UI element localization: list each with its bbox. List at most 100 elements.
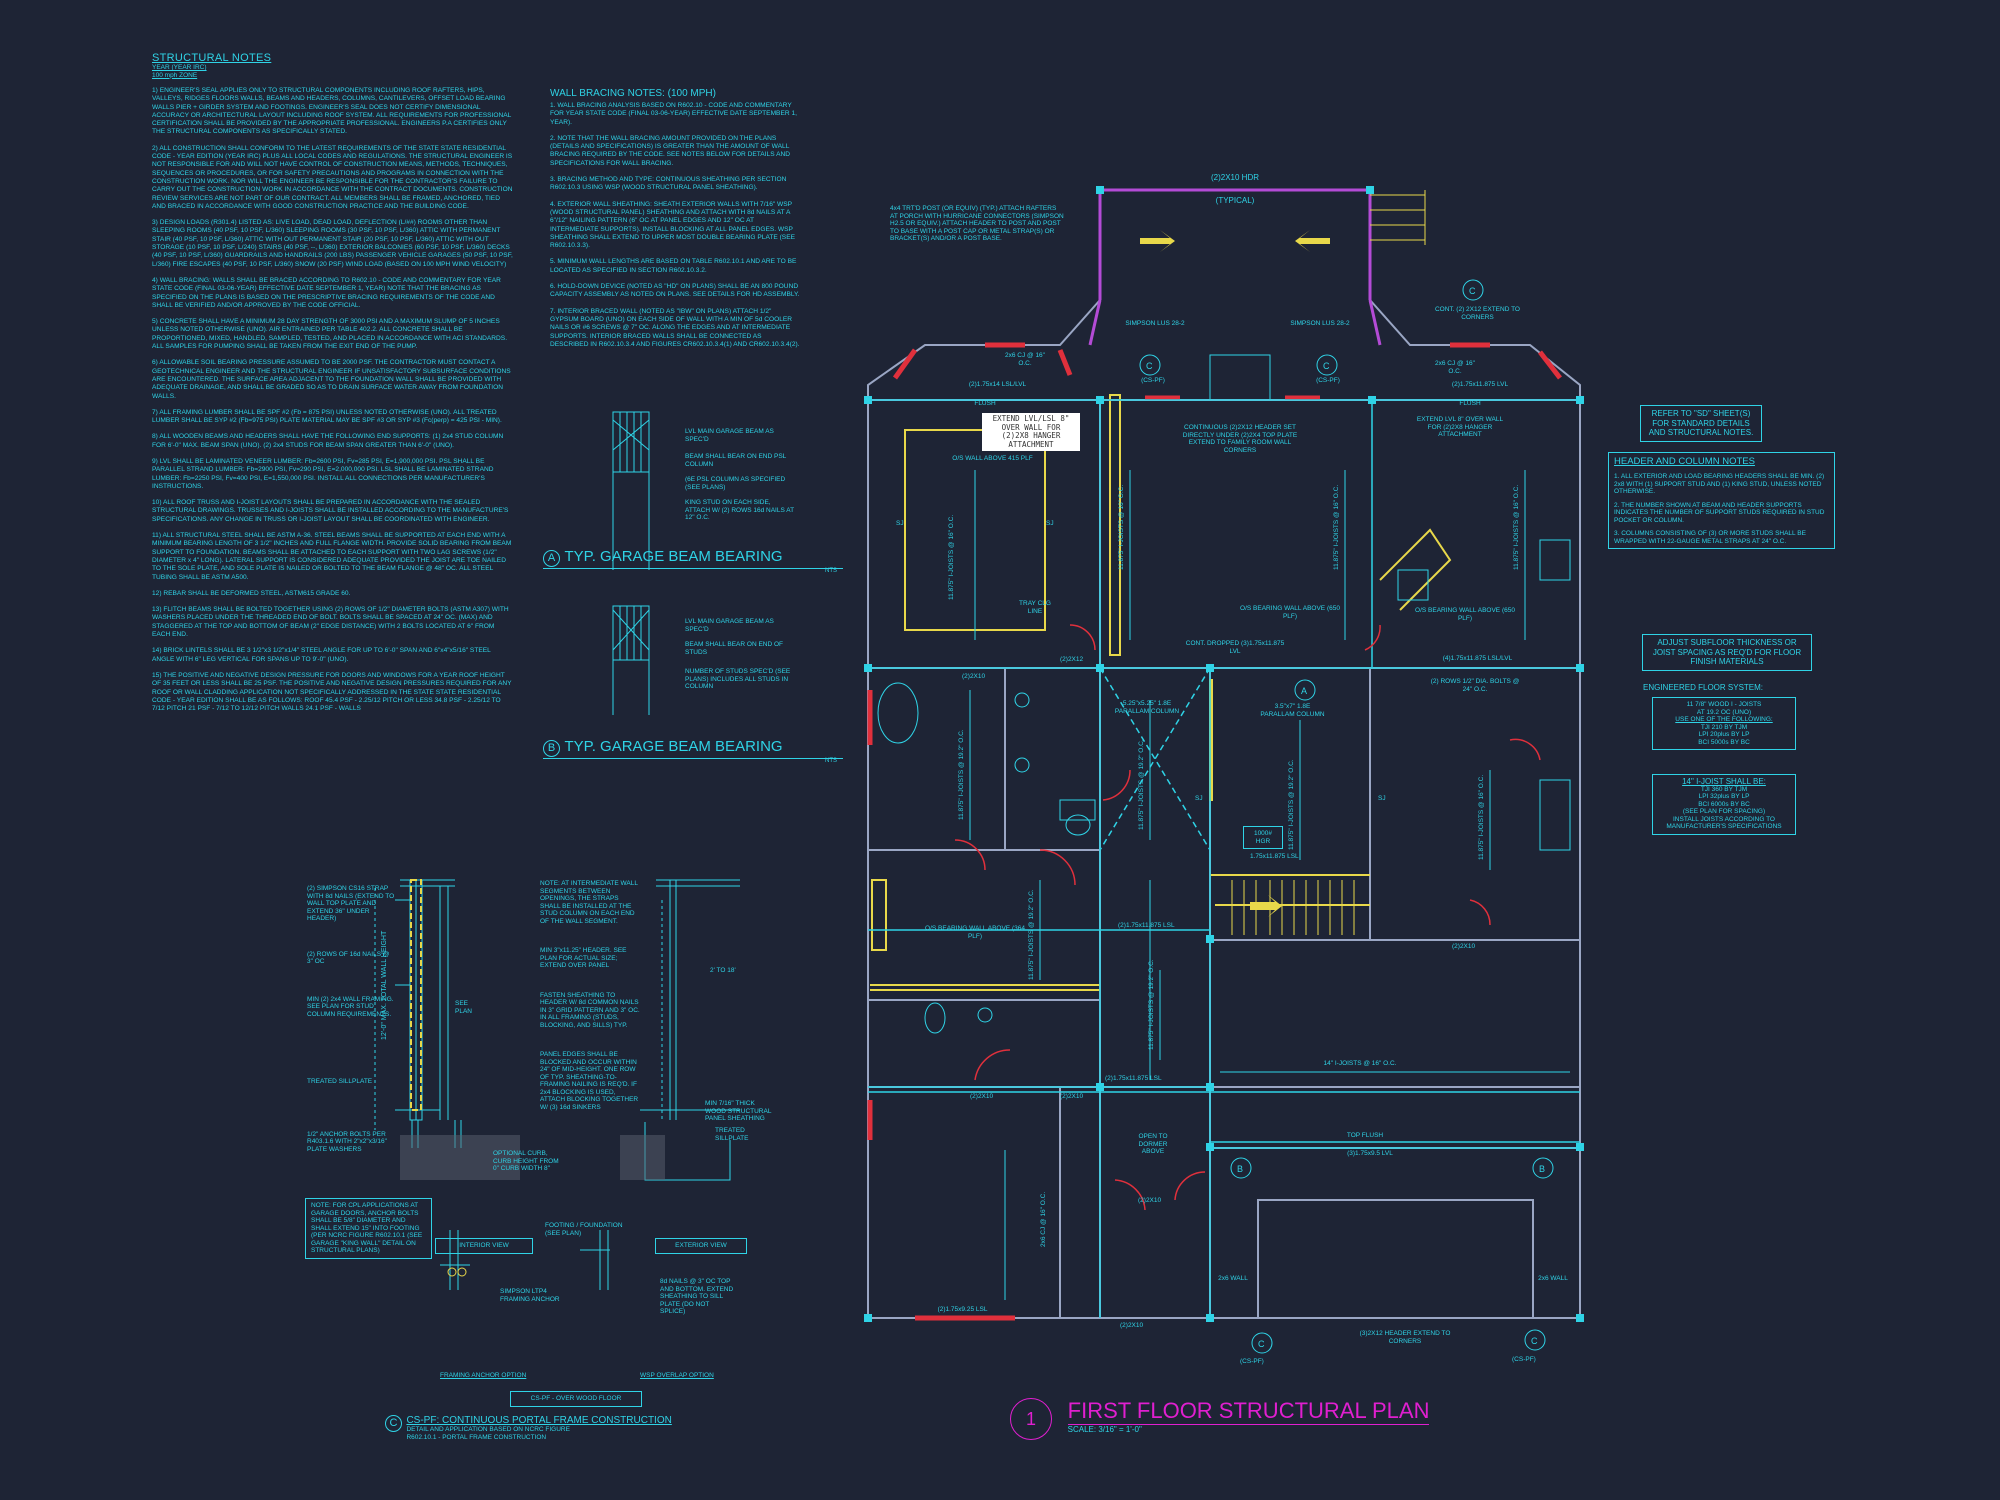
plan-joists-4: 11.875" I-JOISTS @ 16" O.C. (1513, 484, 1520, 570)
wall-bracing-note: 5. MINIMUM WALL LENGTHS ARE BASED ON TAB… (550, 258, 797, 274)
portal-left-box: NOTE: FOR CPL APPLICATIONS AT GARAGE DOO… (305, 1198, 432, 1259)
portal-left-note: (2) ROWS OF 16d NAILS @ 3" OC (307, 950, 390, 966)
eng-floor-line: LPI 32plus BY LP (1698, 793, 1750, 800)
detail-c-letter: C (385, 1415, 402, 1432)
detail-a-beam (612, 411, 650, 473)
plan-lsl-925: (2)1.75x9.25 LSL (937, 1306, 988, 1313)
plan-os-650-right: O/S BEARING WALL ABOVE (650 PLF) (1415, 607, 1515, 622)
plan-hdr-2x10-a: (2)2X10 (962, 673, 986, 680)
portal-footing-note: FOOTING / FOUNDATION (SEE PLAN) (545, 1222, 623, 1237)
header-column-notes: HEADER AND COLUMN NOTES 1. ALL EXTERIOR … (1608, 452, 1835, 549)
structural-note: 10) ALL ROOF TRUSS AND I-JOIST LAYOUTS S… (152, 499, 509, 523)
portal-wsp-note: 8d NAILS @ 3" OC TOP AND BOTTOM. EXTEND … (660, 1278, 734, 1315)
portal-right-note: MIN 7/16" THICK WOOD STRUCTURAL PANEL SH… (705, 1100, 772, 1122)
plan-hgr: 1000# HGR (1243, 826, 1283, 849)
portal-see-plan: SEE PLAN (455, 1000, 472, 1015)
plan-joists-8: 11.875" I-JOISTS @ 16" O.C. (1478, 774, 1485, 860)
eng-floor-line: AT 19.2 OC (UNO) (1696, 708, 1752, 716)
plan-cj-left: 2x6 CJ @ 16" O.C. (1005, 352, 1045, 367)
eng-floor-line: LPI 20plus BY LP (1698, 731, 1750, 738)
plan-title-row: 1 FIRST FLOOR STRUCTURAL PLAN SCALE: 3/1… (1010, 1398, 1430, 1440)
wall-bracing-note: 2. NOTE THAT THE WALL BRACING AMOUNT PRO… (550, 134, 790, 167)
structural-note: 13) FLITCH BEAMS SHALL BE BOLTED TOGETHE… (152, 606, 509, 639)
plan-lsl-175: 1.75x11.875 LSL (1250, 853, 1299, 860)
portal-anchor-option: FRAMING ANCHOR OPTION (440, 1372, 527, 1379)
plan-joists-1: 11.875" I-JOISTS @ 16" O.C. (948, 514, 955, 600)
portal-left-note: (2) SIMPSON CS16 STRAP WITH 8d NAILS (EX… (307, 885, 395, 922)
wall-bracing-title: WALL BRACING NOTES: (100 MPH) (550, 88, 716, 99)
plan-lsl-w2: (2)1.75x11.875 LSL (1105, 1075, 1162, 1082)
plan-outer-wall (867, 400, 1581, 1319)
wall-bracing-notes: WALL BRACING NOTES: (100 MPH) 1. WALL BR… (550, 88, 800, 357)
eng-floor-box2-title: 14" I-JOIST SHALL BE: (1682, 777, 1766, 786)
detail-c-title-row: C CS-PF: CONTINUOUS PORTAL FRAME CONSTRU… (385, 1415, 745, 1441)
detail-b-note: NUMBER OF STUDS SPEC'D (SEE PLANS) INCLU… (685, 668, 791, 690)
eng-floor-line: TJI 360 BY TJM (1700, 785, 1748, 793)
svg-text:C: C (1323, 361, 1330, 371)
detail-b-title-row: B TYP. GARAGE BEAM BEARING (543, 738, 843, 759)
portal-mid-note: NOTE: AT INTERMEDIATE WALL SEGMENTS BETW… (540, 880, 638, 925)
plan-hdr-2x10-d: (2)2X10 (1138, 1197, 1162, 1204)
plan-extend-lvl-box: EXTEND LVL/LSL 8" OVER WALL FOR (2)2X8 H… (982, 413, 1080, 451)
structural-note: 6) ALLOWABLE SOIL BEARING PRESSURE ASSUM… (152, 359, 511, 400)
header-notes-title: HEADER AND COLUMN NOTES (1614, 456, 1755, 467)
plan-joists-2: 11.875" I-JOISTS @ 16" O.C. (1118, 484, 1125, 570)
detail-a-title: TYP. GARAGE BEAM BEARING (564, 548, 783, 565)
structural-note: 14) BRICK LINTELS SHALL BE 3 1/2"x3 1/2"… (152, 647, 491, 663)
wall-bracing-note: 7. INTERIOR BRACED WALL (NOTED AS "IBW" … (550, 307, 800, 348)
detail-a-note: (6E PSL COLUMN AS SPECIFIED (SEE PLANS) (685, 476, 786, 491)
plan-joists-9: 11.875" I-JOISTS @ 19.2" O.C. (1028, 889, 1035, 980)
structural-note: 5) CONCRETE SHALL HAVE A MINIMUM 28 DAY … (152, 318, 508, 351)
portal-mid-note: MIN 3"x11.25" HEADER. SEE PLAN FOR ACTUA… (540, 947, 627, 969)
plan-simpson-left: SIMPSON LUS 28-2 (1125, 320, 1185, 327)
plan-lvl-top-right: (2)1.75x11.875 LVL (1451, 381, 1509, 388)
eng-floor-line: (SEE PLAN FOR SPACING) (1682, 808, 1766, 815)
portal-left-note: MIN (2) 2x4 WALL FRAMING. SEE PLAN FOR S… (307, 995, 394, 1018)
detail-a-title-row: A TYP. GARAGE BEAM BEARING (543, 548, 843, 569)
structural-note: 11) ALL STRUCTURAL STEEL SHALL BE ASTM A… (152, 532, 512, 581)
portal-right-note: TREATED SILLPLATE (715, 1127, 749, 1142)
plan-os-wall-415: O/S WALL ABOVE 415 PLF (952, 455, 1033, 462)
portal-cspf-box: CS-PF - OVER WOOD FLOOR (510, 1391, 642, 1407)
plan-cj-right: 2x6 CJ @ 16" O.C. (1435, 360, 1475, 375)
plan-bolts: (2) ROWS 1/2" DIA. BOLTS @ 24" O.C. (1430, 678, 1520, 693)
plan-joists-7: 11.875" I-JOISTS @ 19.2" O.C. (1288, 759, 1295, 850)
svg-text:B: B (1237, 1164, 1243, 1174)
plan-joists-6: 11.875" I-JOISTS @ 19.2" O.C. (1138, 739, 1145, 830)
portal-optional-curb: OPTIONAL CURB, CURB HEIGHT FROM 0" CURB … (493, 1150, 559, 1172)
plan-lsl-w1: (2)1.75x11.875 LSL (1118, 922, 1175, 929)
plan-flush-1: FLUSH (974, 400, 996, 407)
plan-post-note: 4x4 TRT'D POST (OR EQUIV) (TYP.) ATTACH … (890, 205, 1064, 242)
detail-b-note: LVL MAIN GARAGE BEAM AS SPEC'D (685, 618, 774, 633)
plan-hdr-2x10-bottom: (2)2X10 (1120, 1322, 1144, 1329)
wall-bracing-note: 4. EXTERIOR WALL SHEATHING: SHEATH EXTER… (550, 200, 796, 250)
plan-joists-10: 11.875" I-JOISTS @ 19.2" O.C. (1148, 959, 1155, 1050)
plan-cont-2x12: CONT. (2) 2X12 EXTEND TO CORNERS (1434, 306, 1520, 321)
plan-col-2: 3.5"x7" 1.8E PARALLAM COLUMN (1260, 703, 1325, 718)
detail-a-note: LVL MAIN GARAGE BEAM AS SPEC'D (685, 428, 774, 443)
structural-notes-year: YEAR (YEAR IRC) (152, 64, 207, 71)
header-note: 1. ALL EXTERIOR AND LOAD BEARING HEADERS… (1614, 473, 1825, 495)
detail-a-note: KING STUD ON EACH SIDE, ATTACH W/ (2) RO… (685, 499, 794, 521)
plan-top-flush: TOP FLUSH (1346, 1132, 1384, 1139)
eng-floor-box-2: 14" I-JOIST SHALL BE: TJI 360 BY TJM LPI… (1652, 774, 1796, 835)
plan-lvl-top-left: (2)1.75x14 LSL/LVL (968, 381, 1027, 388)
detail-b-beam (612, 605, 650, 661)
plan-flush-2: FLUSH (1459, 400, 1481, 407)
portal-right-note: 2' TO 18' (710, 967, 736, 974)
portal-mid-notes: NOTE: AT INTERMEDIATE WALL SEGMENTS BETW… (540, 880, 640, 1111)
portal-interior-view: INTERIOR VIEW (435, 1238, 533, 1254)
detail-b-notes: LVL MAIN GARAGE BEAM AS SPEC'D BEAM SHAL… (685, 618, 795, 691)
wall-bracing-note: 3. BRACING METHOD AND TYPE: CONTINUOUS S… (550, 176, 787, 192)
plan-open-dormer: OPEN TO DORMER ABOVE (1138, 1133, 1168, 1155)
portal-vertical-label: 12'-0" MAX. TOTAL WALL HEIGHT (381, 930, 388, 1040)
eng-floor-line: BCI 5000s BY BC (1698, 738, 1750, 746)
plan-sj-2: SJ (1046, 520, 1054, 527)
plan-lvl-bottom: (3)1.75x9.5 LVL (1347, 1150, 1393, 1157)
svg-text:B: B (1539, 1164, 1545, 1174)
plan-title: FIRST FLOOR STRUCTURAL PLAN (1067, 1398, 1430, 1425)
plan-wall-right: 2x6 WALL (1538, 1275, 1568, 1282)
eng-floor-box-1: 11 7/8" WOOD I - JOISTS AT 19.2 OC (UNO)… (1652, 697, 1796, 750)
eng-floor-line: INSTALL JOISTS ACCORDING TO MANUFACTURER… (1666, 815, 1782, 831)
detail-b-letter: B (543, 740, 560, 757)
